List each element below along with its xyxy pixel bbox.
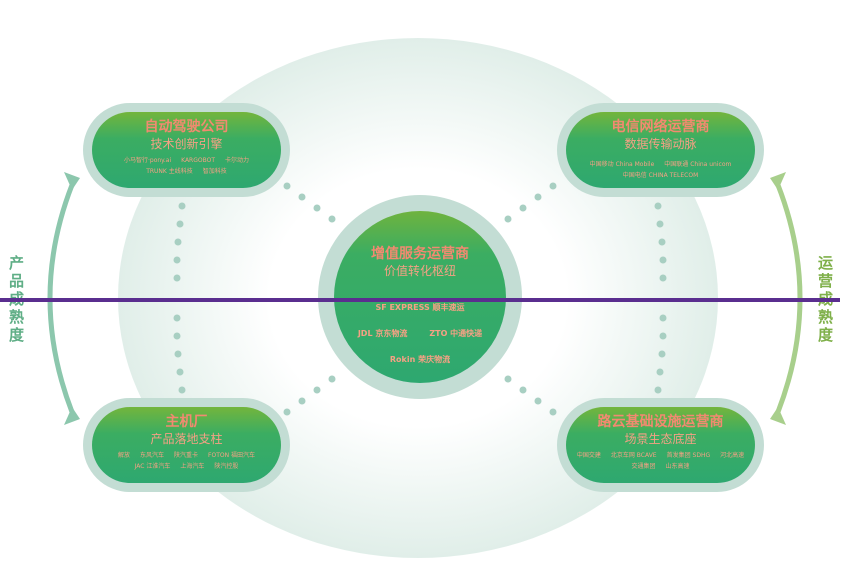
node-subtitle: 数据传输动脉 [624, 137, 697, 151]
logo-shandong-hi-speed: 山东高速 [665, 463, 690, 470]
logo-kargobot: KARGOBOT [181, 157, 215, 164]
node-subtitle: 产品落地支柱 [150, 432, 223, 446]
node-subtitle: 技术创新引擎 [150, 137, 223, 151]
logo-sf-express: SF EXPRESS 顺丰速运 [375, 303, 465, 312]
logo-jiefang: 解放 [117, 452, 130, 459]
logo-hebei-expressway: 河北高速 [720, 452, 745, 459]
logo-shacman: 陕汽重卡 [174, 452, 199, 459]
node-telecom: 电信网络运营商 数据传输动脉 中国移动 China Mobile 中国联通 Ch… [557, 103, 764, 197]
node-title: 主机厂 [165, 414, 208, 430]
logo-kaer: 卡尔动力 [225, 157, 250, 164]
logo-pony: 小马智行·pony.ai [123, 157, 172, 164]
logo-jac: JAC 江淮汽车 [134, 463, 171, 470]
logo-china-unicom: 中国联通 China unicom [664, 161, 732, 168]
logo-zto: ZTO 中通快递 [429, 329, 483, 338]
node-title: 电信网络运营商 [611, 119, 710, 135]
logo-trunk: TRUNK 主线科技 [146, 168, 193, 175]
node-title: 路云基础设施运营商 [597, 414, 724, 430]
node-subtitle: 场景生态底座 [624, 432, 697, 446]
divider-line [0, 298, 840, 302]
logo-sdhg: 首发集团 SDHG [666, 452, 711, 459]
logo-shaanxi-auto: 陕汽控股 [214, 463, 239, 470]
logo-bcave: 北京车网 BCAVE [610, 452, 657, 459]
logo-saic: 上海汽车 [180, 463, 205, 470]
logo-china-mobile: 中国移动 China Mobile [589, 161, 655, 168]
node-value-added-service: 增值服务运营商 价值转化枢纽 SF EXPRESS 顺丰速运 JDL 京东物流 … [318, 195, 522, 399]
logo-rokin: Rokin 荣庆物流 [389, 355, 451, 364]
logo-dongfeng: 东风汽车 [140, 452, 165, 459]
logo-cccc: 中国交建 [576, 452, 601, 459]
dotted-connectors [173, 182, 667, 416]
logo-jdl: JDL 京东物流 [357, 329, 408, 338]
logo-plus: 智加科技 [202, 168, 227, 175]
node-oem: 主机厂 产品落地支柱 解放 东风汽车 陕汽重卡 FOTON 福田汽车 JAC 江… [83, 398, 290, 492]
logo-transport-group: 交通集团 [631, 463, 656, 470]
axis-label-operation-maturity: 运营成熟度 [818, 254, 834, 344]
logo-foton: FOTON 福田汽车 [208, 452, 255, 459]
node-subtitle: 价值转化枢纽 [383, 264, 456, 278]
node-title: 自动驾驶公司 [144, 119, 229, 135]
node-road-cloud-infrastructure: 路云基础设施运营商 场景生态底座 中国交建 北京车网 BCAVE 首发集团 SD… [557, 398, 764, 492]
node-title: 增值服务运营商 [371, 246, 469, 262]
logo-china-telecom: 中国电信 CHINA TELECOM [622, 172, 699, 179]
node-autonomous-driving: 自动驾驶公司 技术创新引擎 小马智行·pony.ai KARGOBOT 卡尔动力… [83, 103, 290, 197]
